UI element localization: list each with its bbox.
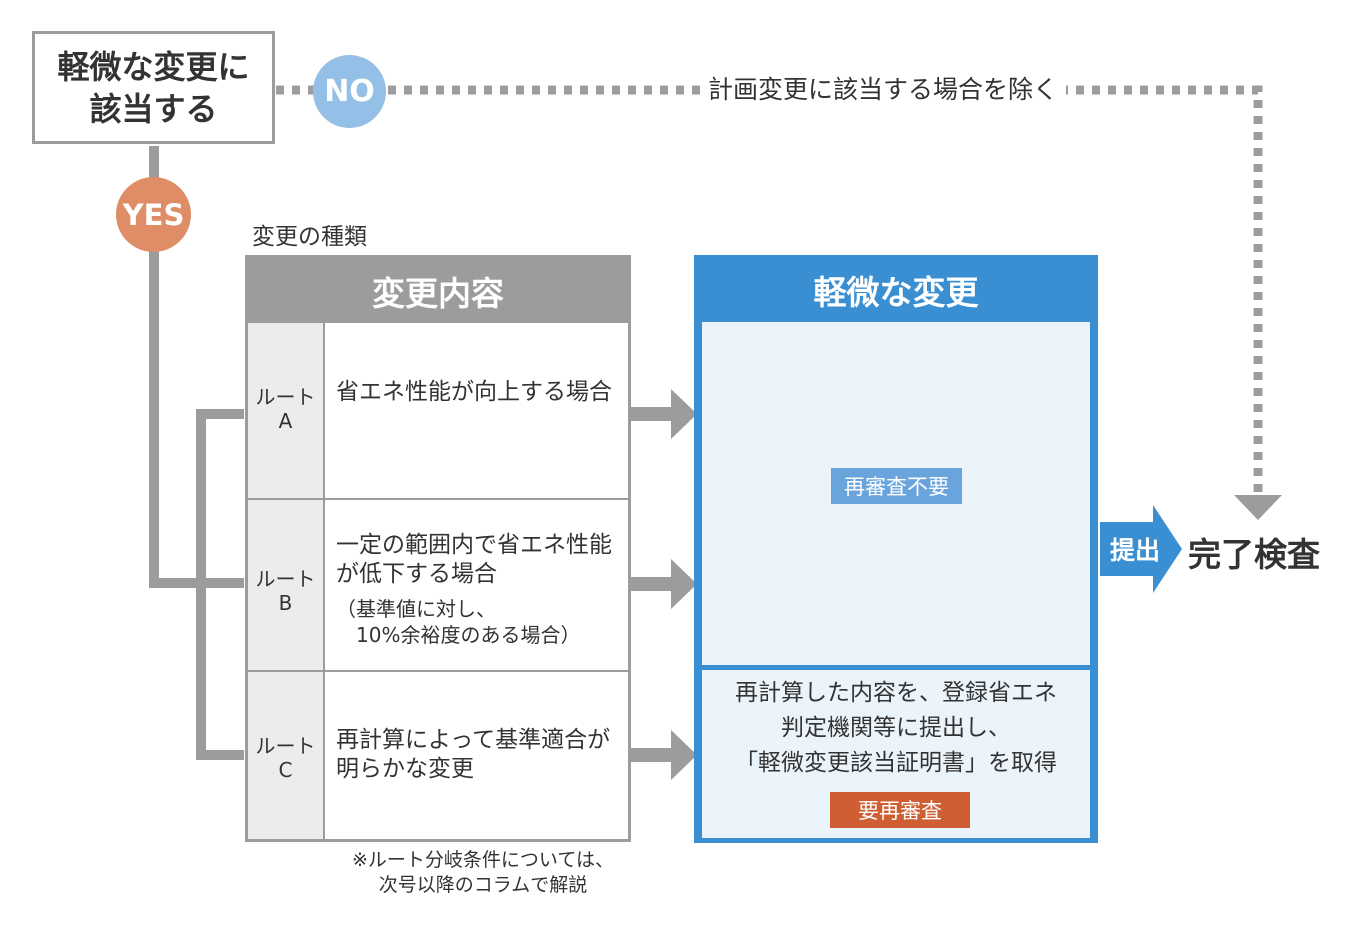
minor-change-question-box: 軽微な変更に 該当する [32,31,275,144]
route-arrow-a [630,389,697,439]
no-branch-label: 計画変更に該当する場合を除く [700,70,1067,110]
recalc-cell: 再計算した内容を、登録省エネ 判定機関等に提出し、 「軽微変更該当証明書」を取得… [702,670,1090,838]
submit-label: 提出 [1109,536,1160,565]
change-content-header: 変更内容 [248,258,628,323]
route-description-a: 省エネ性能が向上する場合 [336,379,612,405]
row-divider [248,498,628,500]
review-required-badge: 要再審査 [830,792,970,828]
change-types-label: 変更の種類 [252,224,367,250]
route-arrow-b [630,559,697,609]
route-arrow-c [630,730,697,780]
route-note-b: （基準値に対し、 10%余裕度のある場合） [336,597,581,647]
route-label-b: ルート B [255,567,316,615]
route-condition-footnote: ※ルート分岐条件については、 次号以降のコラムで解説 [352,849,614,896]
route-description-b: 一定の範囲内で省エネ性能が低下する場合 [336,532,612,587]
row-divider [248,670,628,672]
no-review-badge: 再審査不要 [831,468,962,504]
recalc-description: 再計算した内容を、登録省エネ 判定機関等に提出し、 「軽微変更該当証明書」を取得 [735,680,1057,776]
yes-trunk-line [149,146,244,588]
completion-inspection-label: 完了検査 [1188,535,1320,574]
yes-circle: YES [116,177,191,252]
no-dotted-line [276,85,1263,496]
change-content-table: 変更内容 ルート A 省エネ性能が向上する場合 ルート B 一定の範囲内で省エネ… [245,255,631,842]
route-label-c: ルート C [255,734,316,782]
route-label-a: ルート A [255,385,316,433]
no-review-cell: 再審査不要 [702,322,1090,665]
no-dotted-arrowhead [1234,495,1282,520]
minor-change-header: 軽微な変更 [813,273,979,312]
route-column [248,323,325,839]
route-description-c: 再計算によって基準適合が明らかな変更 [336,727,611,782]
minor-change-table: 軽微な変更 再審査不要 再計算した内容を、登録省エネ 判定機関等に提出し、 「軽… [694,255,1098,843]
submit-arrow [1100,505,1182,593]
no-circle: NO [313,55,386,128]
route-bracket-line [196,409,244,760]
